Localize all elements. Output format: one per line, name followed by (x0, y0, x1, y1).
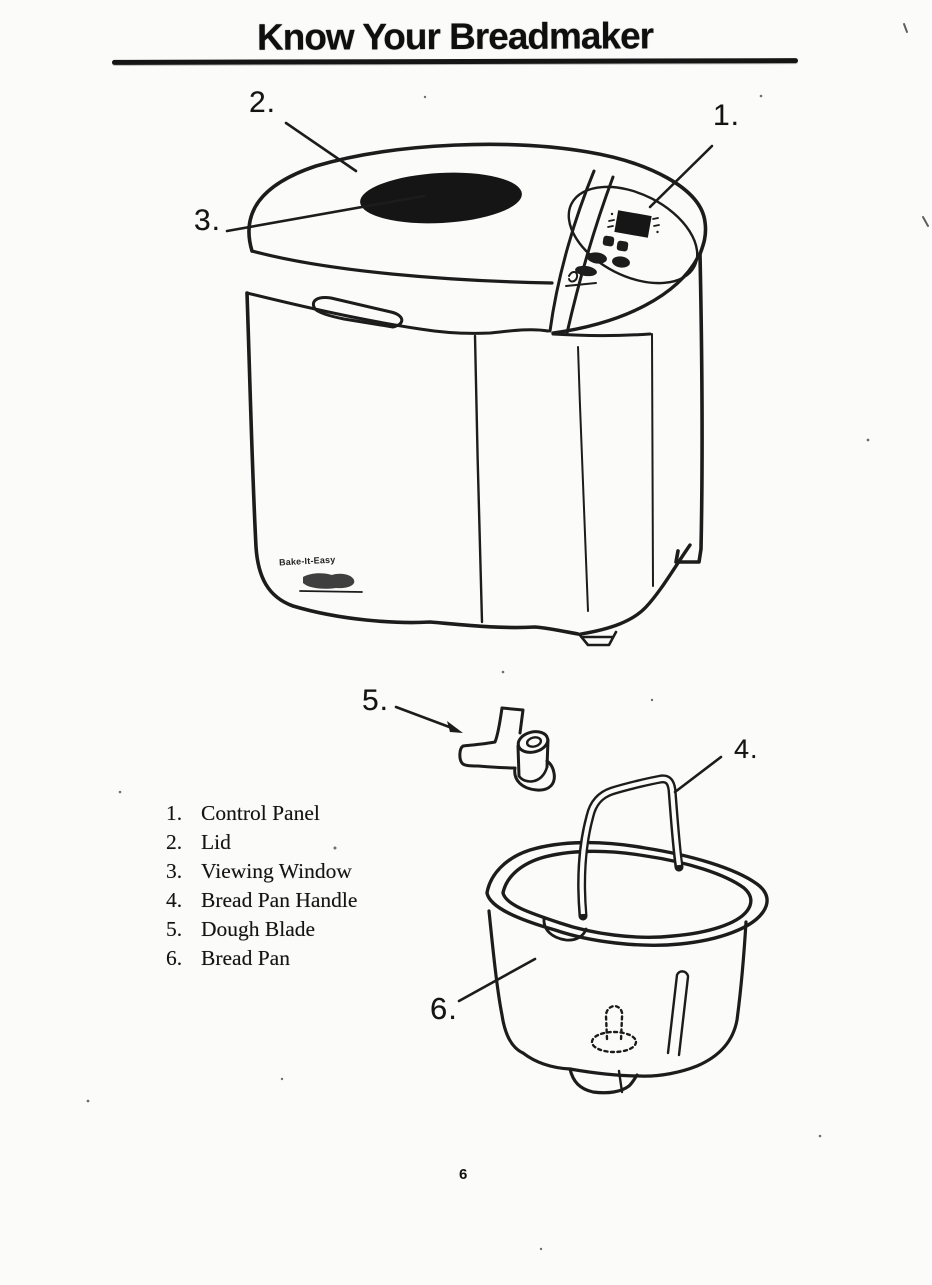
part-name: Viewing Window (201, 859, 352, 883)
parts-list-item: 1. Control Panel (166, 801, 357, 830)
callout-line-1 (648, 144, 714, 209)
callout-label-4: 4. (734, 734, 759, 764)
callout-label-3: 3. (194, 204, 222, 237)
lid-outline (247, 142, 708, 285)
dough-blade-illustration (394, 705, 556, 792)
page-number: 6 (459, 1166, 468, 1183)
pan-side-slot (666, 970, 690, 1057)
parts-list-item: 5. Dough Blade (166, 917, 357, 946)
panel-print-smudge (565, 271, 597, 287)
part-number: 6. (166, 946, 183, 970)
pan-spindle (590, 1004, 638, 1054)
part-number: 3. (166, 859, 183, 883)
part-number: 5. (166, 917, 183, 941)
lid-handle-indent (311, 296, 404, 329)
part-number: 2. (166, 830, 183, 854)
callout-label-2: 2. (249, 86, 277, 119)
pan-base-pedestal (568, 1067, 639, 1095)
part-name: Lid (201, 830, 231, 854)
part-number: 1. (166, 801, 183, 825)
brand-logo-smudge (299, 573, 363, 593)
display-screen (614, 210, 652, 238)
panel-buttons (575, 235, 630, 277)
viewing-window-icon (360, 172, 522, 224)
parts-list-item: 2. Lid (166, 830, 357, 859)
bread-pan-illustration (457, 755, 769, 1095)
parts-list: 1. Control Panel 2. Lid 3. Viewing Windo… (166, 801, 357, 975)
part-name: Bread Pan (201, 946, 290, 970)
handle-mount-tab (542, 916, 588, 942)
callout-line-2 (284, 121, 358, 173)
callout-line-3 (225, 194, 426, 233)
scan-specks (86, 23, 929, 1251)
callout-label-6: 6. (430, 991, 458, 1026)
part-name: Bread Pan Handle (201, 888, 358, 912)
callout-label-1: 1. (713, 99, 741, 132)
callout-line-4 (673, 755, 723, 794)
callout-label-5: 5. (362, 684, 390, 717)
part-name: Dough Blade (201, 917, 316, 941)
control-panel (548, 169, 700, 335)
callout-line-5 (394, 705, 463, 733)
display-tick-marks (607, 212, 660, 234)
callout-line-6 (457, 957, 537, 1003)
parts-list-item: 6. Bread Pan (166, 946, 357, 975)
parts-list-item: 4. Bread Pan Handle (166, 888, 357, 917)
parts-list-item: 3. Viewing Window (166, 859, 357, 888)
machine-body (245, 252, 704, 647)
part-name: Control Panel (201, 801, 320, 825)
breadmaker-illustration (225, 121, 714, 647)
part-number: 4. (166, 888, 183, 912)
pan-handle-wire (577, 774, 684, 921)
pan-body (487, 909, 748, 1095)
pan-rim (485, 840, 769, 947)
front-foot (577, 630, 618, 647)
